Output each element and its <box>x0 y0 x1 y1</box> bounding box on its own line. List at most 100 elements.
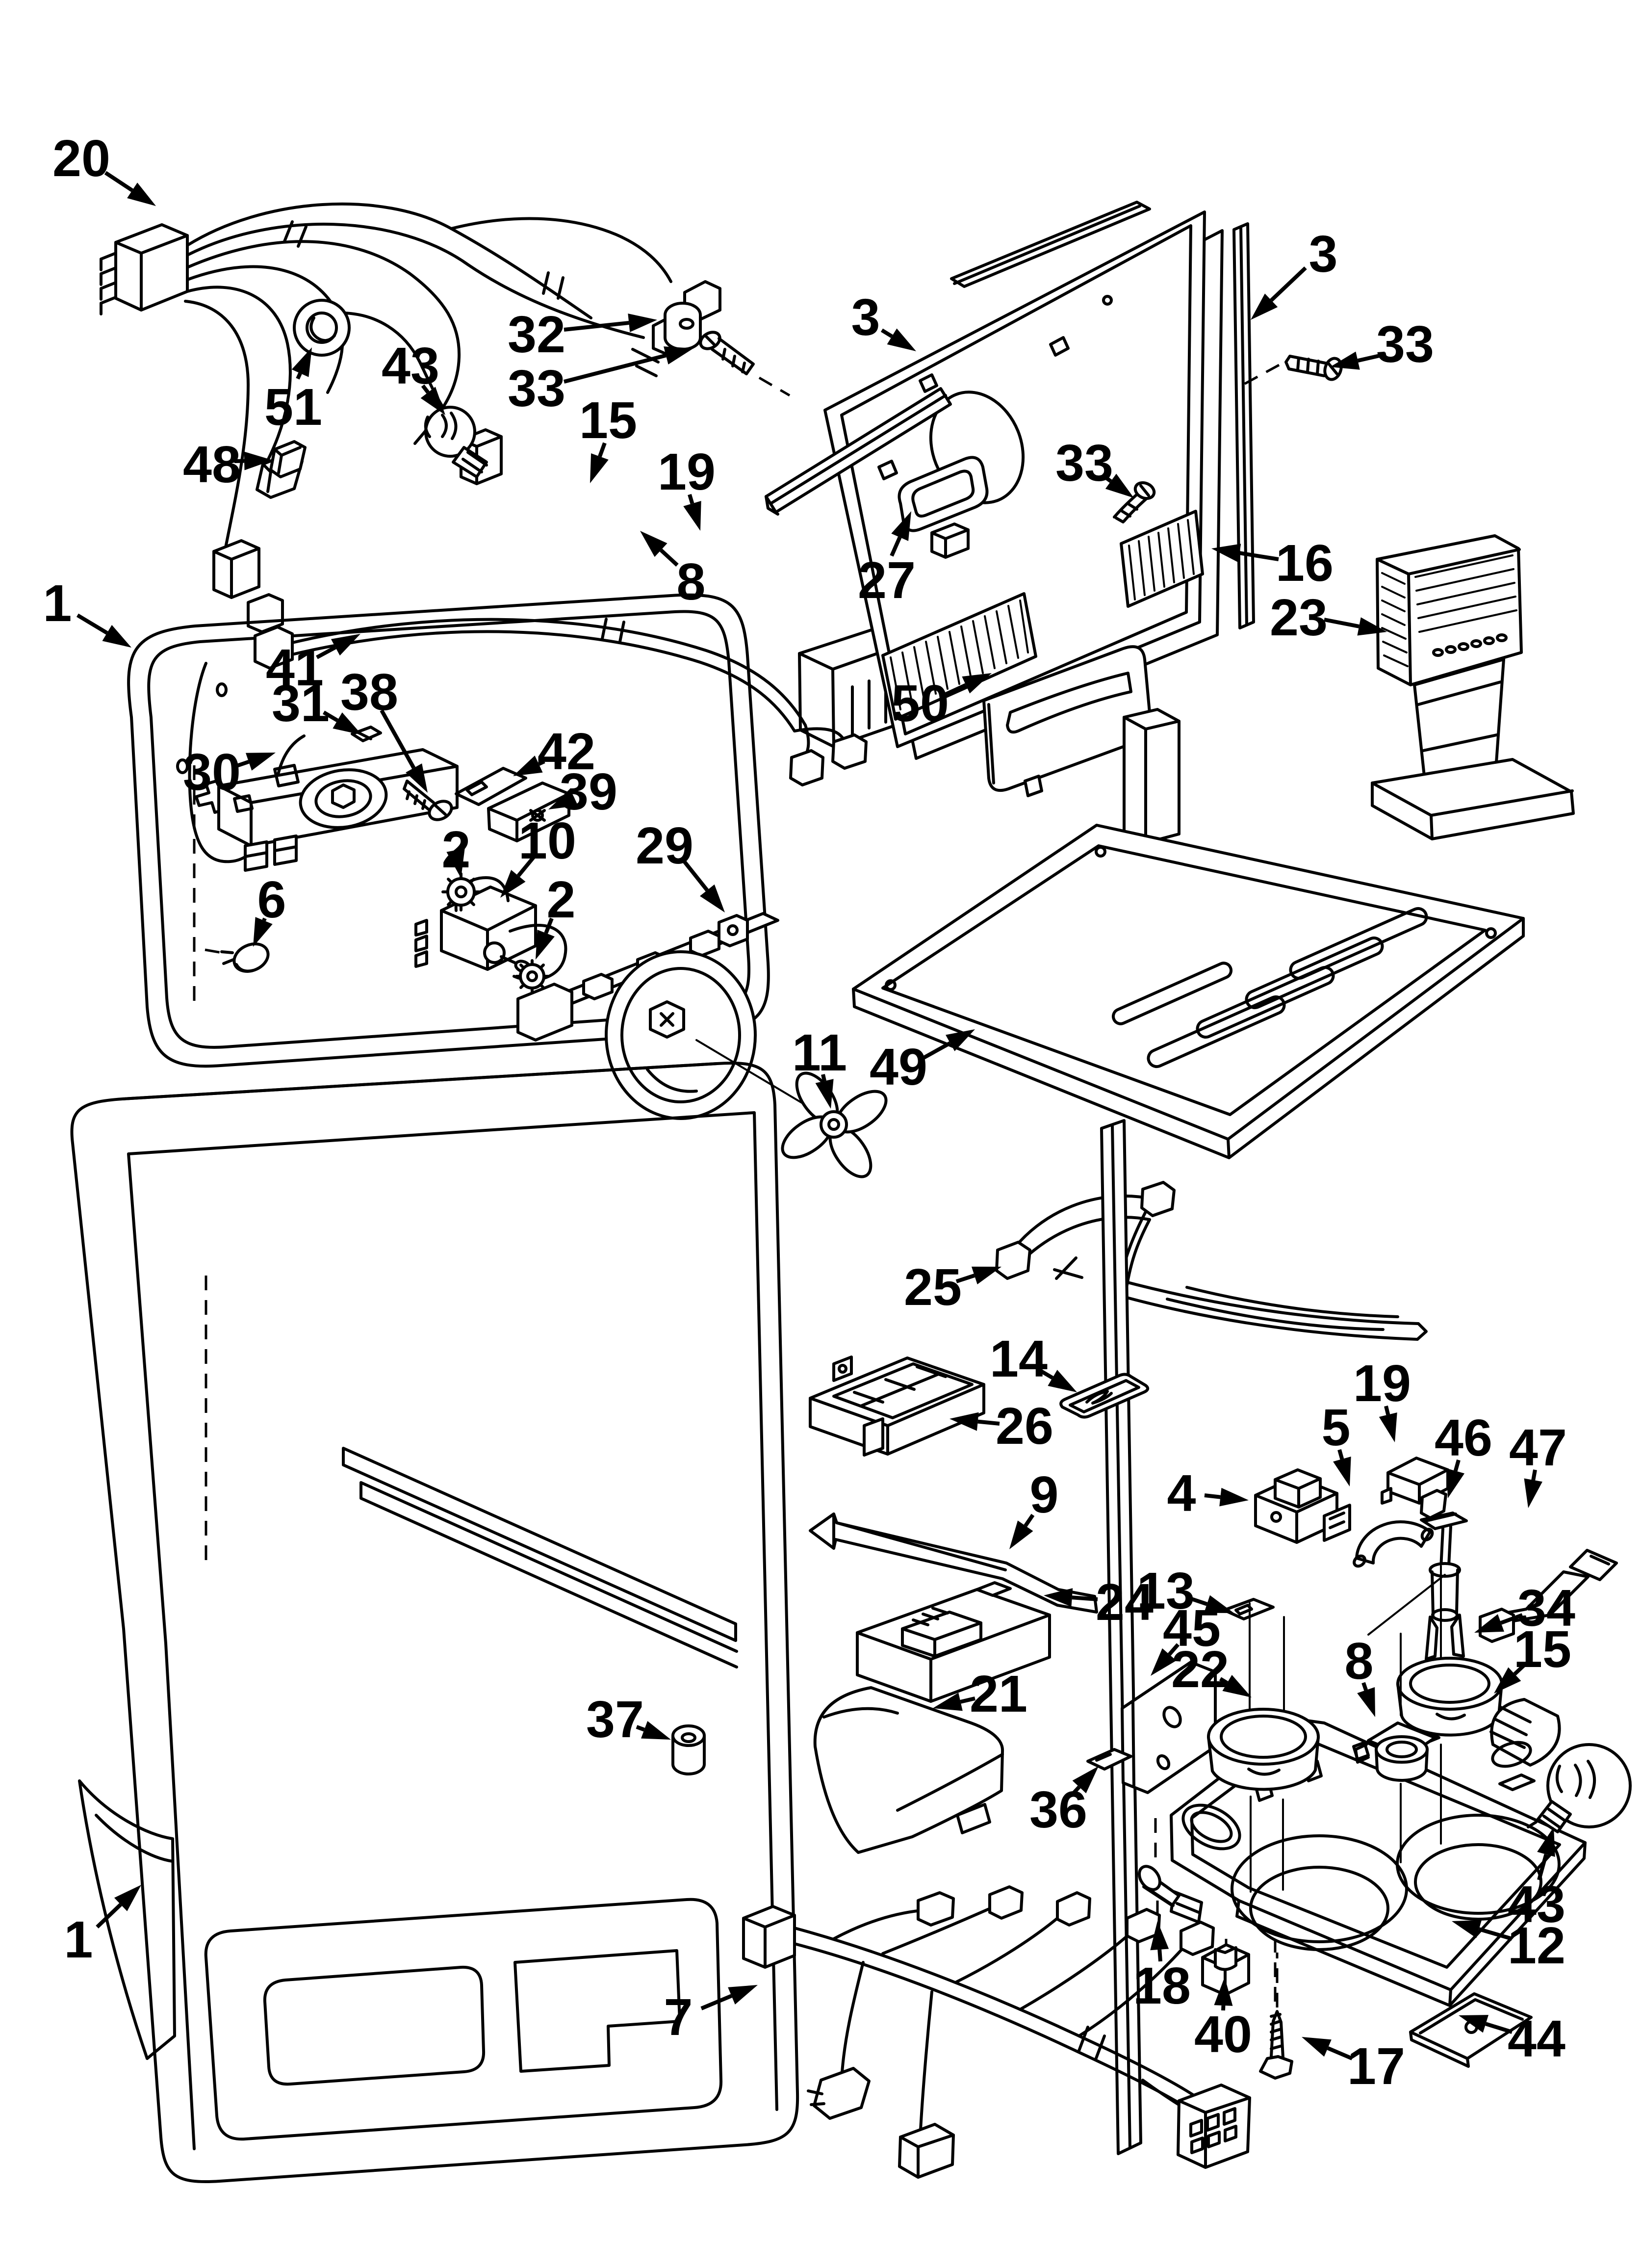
callout-arrow-34-47 <box>1500 1613 1523 1625</box>
callout-arrowhead-11-29 <box>815 1079 834 1109</box>
callout-label-1-17: 1 <box>43 574 72 632</box>
callout-arrow-7-56 <box>700 1994 733 2010</box>
callout-arrow-33-11 <box>1101 473 1112 483</box>
motor-4-art <box>1254 1468 1351 1544</box>
bulb-18-art <box>1138 1818 1180 1907</box>
callout-arrowhead-46-45 <box>1446 1468 1465 1498</box>
callout-label-4-42: 4 <box>1167 1464 1196 1522</box>
callout-arrowhead-26-33 <box>949 1412 979 1431</box>
socket-15-art <box>1489 1698 1561 1768</box>
callout-arrow-16-13 <box>1239 551 1279 561</box>
callout-arrow-21-39 <box>960 1696 975 1704</box>
callout-arrow-15-6 <box>598 442 607 457</box>
grommet-2a-art <box>441 872 481 912</box>
callout-label-20-0: 20 <box>52 130 110 187</box>
callout-arrow-27-15 <box>890 536 902 557</box>
switch-19-art <box>1381 1457 1449 1519</box>
lamp-socket-51-art <box>293 299 351 357</box>
callout-arrowhead-3-10 <box>1251 293 1278 320</box>
callout-arrowhead-31-19 <box>333 712 362 735</box>
callout-arrowhead-15-6 <box>590 453 609 483</box>
callout-arrowhead-38-20 <box>406 763 428 793</box>
strip-9-art <box>809 1512 1098 1614</box>
grommet-32-art <box>664 302 702 351</box>
callout-arrowhead-23-14 <box>1357 617 1387 636</box>
screw-33d-art <box>1235 355 1343 390</box>
callout-label-19-44: 19 <box>1353 1355 1411 1412</box>
callout-label-3-9: 3 <box>851 288 880 346</box>
callout-arrow-9-34 <box>1024 1513 1035 1527</box>
callout-label-21-39: 21 <box>970 1665 1027 1723</box>
callout-arrow-22-38 <box>1219 1677 1229 1685</box>
callout-arrow-3-9 <box>880 328 893 339</box>
callout-arrowhead-47-46 <box>1524 1478 1542 1508</box>
callout-arrowhead-14-32 <box>1048 1370 1077 1392</box>
cup-34-art <box>1396 1565 1503 1845</box>
callout-label-15-48: 15 <box>1514 1620 1571 1678</box>
callout-label-27-15: 27 <box>858 551 916 609</box>
callout-arrow-44-52 <box>1485 2022 1513 2034</box>
callout-label-18-55: 18 <box>1133 1957 1191 2015</box>
callout-label-26-33: 26 <box>996 1397 1053 1455</box>
callout-label-33-5: 33 <box>508 360 565 417</box>
callout-arrow-51-1 <box>296 372 302 380</box>
callout-arrowhead-33-12 <box>1330 351 1360 370</box>
callout-label-8-49: 8 <box>1345 1632 1374 1690</box>
drip-tray-49-art <box>852 708 1525 1159</box>
callout-arrowhead-15-48 <box>1494 1667 1521 1694</box>
callout-label-30-21: 30 <box>183 743 241 801</box>
callout-label-2-26: 2 <box>547 871 576 929</box>
callout-label-38-20: 38 <box>340 663 398 721</box>
callout-label-46-45: 46 <box>1435 1409 1492 1467</box>
callout-label-6-27: 6 <box>257 871 286 929</box>
plate-39-art <box>487 782 570 842</box>
callout-arrow-46-45 <box>1453 1459 1461 1472</box>
harness-41-art <box>254 618 868 786</box>
callout-label-33-11: 33 <box>1055 434 1113 492</box>
callout-arrowhead-30-21 <box>245 753 276 771</box>
bracket-47-art <box>1479 1549 1618 1643</box>
callout-label-42-22: 42 <box>538 723 595 781</box>
plate-44-art <box>1409 1992 1533 2068</box>
callout-label-11-29: 11 <box>792 1024 847 1082</box>
plate-36-art <box>1086 1748 1132 1771</box>
callout-label-15-6: 15 <box>579 391 637 449</box>
callout-label-40-54: 40 <box>1194 2006 1252 2063</box>
callout-arrowhead-32-4 <box>628 313 657 332</box>
callout-arrow-1-57 <box>96 1903 122 1929</box>
bracket-30-art <box>217 726 459 872</box>
callout-arrow-19-44 <box>1384 1406 1390 1415</box>
callout-label-43-3: 43 <box>382 337 439 395</box>
wire-harness-art <box>100 202 721 633</box>
callout-arrow-3-10 <box>1270 266 1307 302</box>
callout-label-22-38: 22 <box>1171 1641 1229 1698</box>
bracket-24-art <box>856 1581 1051 1703</box>
fan-blade-11-art <box>781 1071 888 1178</box>
callout-arrowhead-43-3 <box>420 387 445 415</box>
callout-arrow-17-53 <box>1327 2046 1353 2060</box>
callout-arrow-30-21 <box>234 759 250 768</box>
callout-label-14-32: 14 <box>990 1330 1048 1388</box>
callout-arrowhead-39-23 <box>548 788 578 809</box>
callout-label-16-13: 16 <box>1276 534 1334 592</box>
socket-8-art <box>1354 1633 1437 1863</box>
callout-arrowhead-19-44 <box>1379 1412 1397 1442</box>
callout-arrow-42-22 <box>538 759 545 766</box>
callout-arrow-33-5 <box>564 353 667 384</box>
callout-label-19-7: 19 <box>658 443 716 501</box>
clip-5-art <box>1353 1520 1434 1568</box>
callout-arrow-18-55 <box>1157 1949 1162 1962</box>
callout-arrow-29-28 <box>681 858 709 892</box>
callout-arrowhead-2-26 <box>536 930 555 960</box>
callout-arrowhead-42-22 <box>513 756 543 776</box>
callout-arrow-11-29 <box>821 1074 826 1082</box>
support-bracket-25-art <box>995 1181 1428 1341</box>
trim-3-left-art <box>765 387 952 516</box>
callout-arrowhead-48-2 <box>244 451 273 470</box>
callout-label-5-43: 5 <box>1322 1399 1351 1457</box>
callout-arrowhead-3-9 <box>887 328 916 351</box>
callout-label-50-16: 50 <box>891 675 949 732</box>
